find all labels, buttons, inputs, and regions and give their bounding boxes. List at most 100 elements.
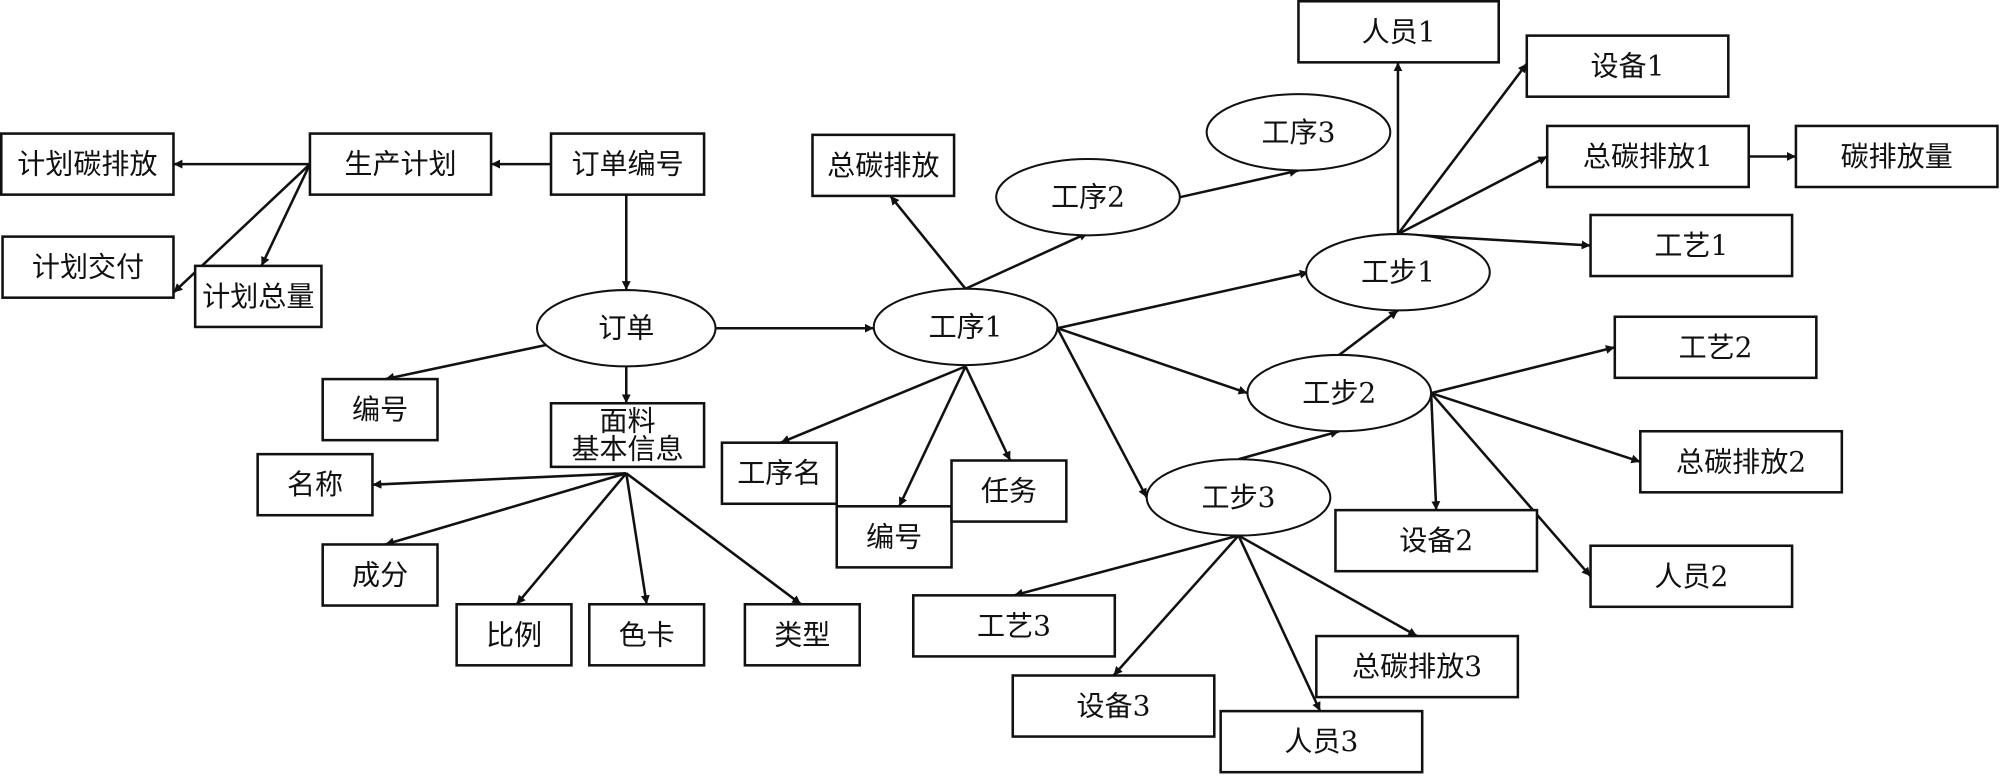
node-ellipse: [1305, 233, 1491, 312]
node-task: 任务: [950, 459, 1068, 523]
node-proc-code: 编号: [835, 505, 953, 569]
node-staff1: 人员1: [1297, 0, 1500, 64]
node-box: [911, 594, 1117, 658]
node-box: [549, 132, 706, 196]
node-plan-delivery: 计划交付: [1, 235, 175, 299]
node-proc3: 工序3: [1205, 93, 1392, 172]
node-box: [1639, 429, 1844, 494]
node-box: [308, 132, 493, 196]
node-step2: 工步2: [1246, 353, 1433, 433]
edge-arrow-proc1-to-step1: [1057, 269, 1309, 330]
edge-arrow-proc1-to-total_carbon: [889, 195, 967, 290]
node-equip2: 设备2: [1334, 508, 1539, 573]
edge-arrow-proc1-to-task: [964, 365, 1012, 462]
node-box: [720, 441, 839, 506]
node-ellipse: [995, 157, 1181, 237]
node-label: 名称: [287, 468, 343, 501]
node-box: [588, 602, 706, 667]
edge-arrow-prod_plan-to-plan_total: [260, 163, 312, 267]
node-box: [455, 602, 573, 667]
node-box: [1525, 34, 1730, 98]
node-label: 订单: [598, 312, 654, 345]
edge-arrow-proc2-to-proc3: [1179, 168, 1299, 199]
node-label: 人员2: [1654, 560, 1728, 593]
edges-layer: [172, 62, 1796, 712]
edge-arrow-fabric_info-to-ratio: [515, 472, 628, 606]
node-proc2: 工序2: [995, 157, 1181, 237]
node-box: [1589, 544, 1794, 609]
node-staff2: 人员2: [1589, 544, 1794, 609]
node-proc1: 工序1: [872, 287, 1059, 367]
node-label: 设备3: [1077, 690, 1151, 723]
node-label: 工艺3: [977, 609, 1051, 642]
node-carbon1: 总碳排放1: [1545, 124, 1750, 189]
node-ellipse: [872, 287, 1059, 367]
node-label: 人员3: [1284, 725, 1358, 758]
node-box: [1334, 508, 1539, 573]
edge-arrow-fabric_info-to-composition: [384, 472, 627, 547]
node-box: [1, 235, 175, 299]
node-color-card: 色卡: [588, 602, 706, 667]
node-craft3: 工艺3: [911, 594, 1117, 658]
node-label: 总碳排放3: [1352, 650, 1482, 683]
node-box: [193, 264, 323, 329]
node-label: 工艺2: [1679, 331, 1753, 364]
edge-arrow-proc1-to-proc2: [965, 231, 1089, 290]
node-label: 编号: [866, 520, 922, 553]
node-label: 人员1: [1362, 15, 1436, 48]
node-equip3: 设备3: [1011, 674, 1216, 738]
node-label: 计划碳排放: [17, 148, 157, 181]
node-carbon-amount: 碳排放量: [1794, 124, 1999, 189]
edge-arrow-proc1-to-proc_code: [898, 365, 967, 507]
edge-arrow-proc1-to-step2: [1056, 327, 1248, 395]
node-label: 计划交付: [32, 251, 144, 284]
node-step1: 工步1: [1305, 233, 1491, 312]
node-box: [1315, 634, 1520, 699]
node-ellipse: [1145, 458, 1332, 537]
node-composition: 成分: [321, 543, 439, 607]
node-box: [0, 132, 175, 196]
node-label: 工序3: [1261, 116, 1335, 149]
node-ellipse: [535, 289, 717, 368]
node-label: 工步1: [1361, 256, 1435, 289]
edge-arrow-step1-to-carbon1: [1397, 155, 1548, 236]
node-label: 比例: [486, 618, 542, 651]
node-label: 工步2: [1302, 377, 1376, 410]
node-order-no: 订单编号: [549, 132, 706, 196]
edge-arrow-proc1-to-step3: [1056, 327, 1148, 498]
node-craft2: 工艺2: [1613, 315, 1818, 380]
node-box: [321, 543, 439, 607]
node-ellipse: [1246, 353, 1433, 433]
edge-arrow-step2-to-carbon2: [1430, 391, 1641, 464]
node-plan-total: 计划总量: [193, 264, 323, 329]
node-label: 色卡: [619, 618, 675, 651]
node-box: [1545, 124, 1750, 189]
node-craft1: 工艺1: [1589, 213, 1794, 278]
node-label: 面料: [599, 405, 655, 438]
node-box: [743, 602, 861, 667]
edge-arrow-step3-to-equip3: [1112, 534, 1240, 677]
node-label: 成分: [352, 559, 408, 592]
node-label: 总碳排放: [827, 149, 939, 182]
node-label: 任务: [981, 475, 1037, 508]
node-total-carbon: 总碳排放: [811, 133, 956, 198]
edge-arrow-fabric_info-to-name: [372, 471, 627, 489]
node-plan-carbon: 计划碳排放: [0, 132, 175, 196]
node-box: [1589, 213, 1794, 278]
node-label: 工步3: [1202, 481, 1276, 514]
edge-arrow-step3-to-craft3: [1013, 534, 1239, 598]
node-box: [256, 452, 374, 517]
node-carbon2: 总碳排放2: [1639, 429, 1844, 494]
node-label: 编号: [352, 393, 408, 426]
node-label: 工艺1: [1654, 229, 1728, 262]
edge-arrow-step3-to-staff3: [1237, 535, 1322, 712]
node-name: 名称: [256, 452, 374, 517]
node-equip1: 设备1: [1525, 34, 1730, 98]
node-box: [811, 133, 956, 198]
edge-arrow-proc1-to-proc_name: [780, 365, 967, 444]
edge-arrow-order-to-order_code: [384, 343, 548, 382]
node-box: [1011, 674, 1216, 738]
node-box: [950, 459, 1068, 523]
